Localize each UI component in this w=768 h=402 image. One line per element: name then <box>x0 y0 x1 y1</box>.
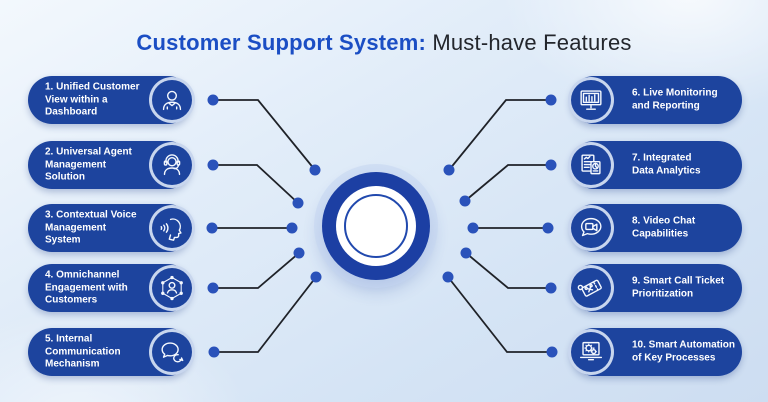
support-agent-icon <box>149 142 195 188</box>
feature-label-3: 3. Contextual Voice Management System <box>45 209 137 246</box>
video-chat-icon <box>568 205 614 251</box>
connector-line-6 <box>448 99 551 171</box>
feature-label-1: 1. Unified Customer View within a Dashbo… <box>45 81 140 118</box>
monitor-chart-icon <box>568 77 614 123</box>
feature-pill-6: 6. Live Monitoring and Reporting <box>568 76 742 124</box>
connector-line-7 <box>464 164 551 202</box>
feature-label-9: 9. Smart Call Ticket Prioritization <box>632 275 725 300</box>
feature-label-6: 6. Live Monitoring and Reporting <box>632 87 718 112</box>
connector-line-10 <box>447 276 552 353</box>
connector-line-4 <box>213 252 300 289</box>
user-icon <box>149 77 195 123</box>
feature-label-8: 8. Video Chat Capabilities <box>632 215 696 240</box>
feature-label-5: 5. Internal Communication Mechanism <box>45 333 121 370</box>
voice-speaking-icon <box>149 205 195 251</box>
feature-pill-2: 2. Universal Agent Management Solution <box>28 141 195 189</box>
page-title: Customer Support System: Must-have Featu… <box>0 30 768 56</box>
central-hub-thin-ring <box>344 194 408 258</box>
connector-dots <box>206 94 558 358</box>
connector-line-9 <box>465 252 551 289</box>
feature-pill-9: 9. Smart Call Ticket Prioritization <box>568 264 742 312</box>
laptop-gears-icon <box>568 329 614 375</box>
feature-pill-1: 1. Unified Customer View within a Dashbo… <box>28 76 195 124</box>
feature-label-7: 7. Integrated Data Analytics <box>632 152 701 177</box>
feature-pill-10: 10. Smart Automation of Key Processes <box>568 328 742 376</box>
documents-analytics-icon <box>568 142 614 188</box>
feature-label-2: 2. Universal Agent Management Solution <box>45 146 132 183</box>
feature-pill-7: 7. Integrated Data Analytics <box>568 141 742 189</box>
central-hub-inner-white <box>336 186 416 266</box>
connector-line-1 <box>213 99 316 171</box>
central-hub-circle <box>322 172 430 280</box>
connector-line-5 <box>214 276 317 353</box>
feature-pill-4: 4. Omnichannel Engagement with Customers <box>28 264 195 312</box>
chat-bubbles-icon <box>149 329 195 375</box>
feature-pill-8: 8. Video Chat Capabilities <box>568 204 742 252</box>
feature-label-10: 10. Smart Automation of Key Processes <box>632 339 735 364</box>
connector-line-2 <box>213 164 299 204</box>
feature-pill-5: 5. Internal Communication Mechanism <box>28 328 195 376</box>
title-highlight: Customer Support System: <box>136 30 427 55</box>
feature-pill-3: 3. Contextual Voice Management System <box>28 204 195 252</box>
feature-label-4: 4. Omnichannel Engagement with Customers <box>45 269 128 306</box>
ticket-icon <box>568 265 614 311</box>
omnichannel-network-icon <box>149 265 195 311</box>
title-rest: Must-have Features <box>426 30 632 55</box>
